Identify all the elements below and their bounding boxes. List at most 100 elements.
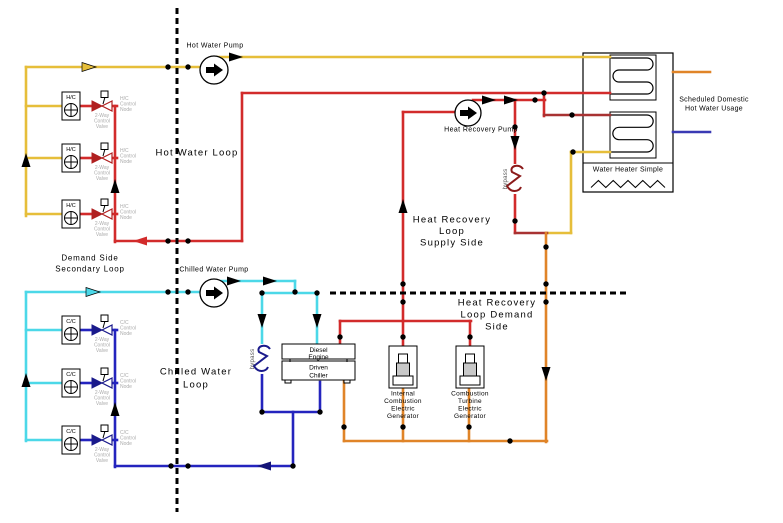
junction-dot <box>290 463 296 469</box>
valve-body-right <box>100 208 113 220</box>
junction-dot <box>185 238 191 244</box>
heat-recovery-supply-label: Supply Side <box>420 238 484 249</box>
valve-body-left <box>91 434 104 446</box>
junction-dot <box>337 334 343 340</box>
junction-dot <box>259 290 265 296</box>
scheduled-domestic-usage-label: Scheduled Domestic <box>679 97 749 104</box>
flow-arrow-up <box>110 179 120 193</box>
flow-arrow-down <box>312 314 322 328</box>
junction-dot <box>400 299 406 305</box>
junction-dot <box>168 463 174 469</box>
water-heater-water-level <box>590 179 666 189</box>
valve-stem <box>102 148 106 157</box>
hot-coil-3-valve-label: 2-Way <box>95 221 110 227</box>
chilled-coil-3-node-label: Node <box>120 441 132 447</box>
scheduled-domestic-usage-label: Hot Water Usage <box>685 106 743 113</box>
junction-dot <box>570 149 576 155</box>
valve-actuator <box>100 314 109 322</box>
chilled-coil-3-valve-label: 2-Way <box>95 447 110 453</box>
valve-actuator <box>100 198 109 206</box>
flow-arrow-right <box>482 95 496 105</box>
junction-dot <box>466 424 472 430</box>
junction-dot <box>467 334 473 340</box>
flow-arrow-left <box>133 236 147 246</box>
chilled-water-loop-label: Loop <box>183 380 209 391</box>
chilled-coil-3-valve-label: Control <box>94 453 110 459</box>
flow-arrow-right <box>263 276 277 286</box>
valve-actuator <box>100 367 109 375</box>
junction-dot <box>543 299 549 305</box>
combustion-turbine-electric-generator-label: Generator <box>454 413 487 420</box>
chilled-coil-2-node-label: Node <box>120 384 132 390</box>
flow-arrow-up <box>110 402 120 416</box>
heat-recovery-demand-label: Heat Recovery <box>458 298 536 309</box>
flow-arrow-left <box>257 461 271 471</box>
combustion-turbine-electric-generator-label: Electric <box>458 406 482 413</box>
diesel-engine-driven-chiller-lower-box <box>281 360 356 381</box>
flow-arrow-down <box>541 367 551 381</box>
flow-arrow-down <box>510 136 520 150</box>
valve-body-right <box>100 152 113 164</box>
demand-side-secondary-loop-label: Demand Side <box>61 254 118 263</box>
hot-coil-1-valve-label: Valve <box>96 124 108 130</box>
junction-dot <box>185 289 191 295</box>
flow-arrow-right <box>229 52 243 62</box>
chilled-coil-1-node-label: C/C <box>120 320 129 326</box>
heat-recovery-bypass-label: bypass <box>503 169 509 190</box>
heat-recovery-pump-impeller-arrow <box>460 106 477 120</box>
junction-dot <box>543 281 549 287</box>
water-heater-use-coil-coil <box>610 57 654 95</box>
flow-arrow-right <box>81 62 98 72</box>
chilled-coil-2-node-label: C/C <box>120 373 129 379</box>
hot-coil-2-valve-label: 2-Way <box>95 165 110 171</box>
internal-combustion-electric-generator-label: Combustion <box>384 398 422 405</box>
diesel-engine-driven-chiller-label: Engine <box>308 354 329 361</box>
hot-coil-1-node-label: Control <box>120 102 136 108</box>
combustion-turbine-electric-generator-label: Turbine <box>458 398 482 405</box>
valve-body-right <box>100 377 113 389</box>
chilled-coil-1-valve-label: Control <box>94 343 110 349</box>
hot-coil-2-valve-label: Valve <box>96 176 108 182</box>
hot-coil-2-valve-label: Control <box>94 171 110 177</box>
heat-recovery-demand-label: Loop Demand <box>461 310 534 321</box>
chilled-water-bypass-label: bypass <box>250 349 256 370</box>
valve-body-right <box>100 434 113 446</box>
junction-dot <box>512 124 518 130</box>
junction-dot <box>317 409 323 415</box>
junction-dot <box>165 289 171 295</box>
junction-dot <box>185 463 191 469</box>
hot-coil-3-node-label: H/C <box>120 204 129 210</box>
diesel-engine-driven-chiller-label: Chiller <box>309 373 328 380</box>
hot-coil-1-node-label: H/C <box>120 96 129 102</box>
valve-body-left <box>91 324 104 336</box>
combustion-turbine-electric-generator-label: Combustion <box>451 391 489 398</box>
junction-dot <box>165 238 171 244</box>
valve-stem <box>102 373 106 382</box>
valve-actuator <box>100 142 109 150</box>
heat-recovery-demand-label: Side <box>485 322 509 333</box>
chilled-water-pump-impeller-arrow <box>206 286 223 300</box>
valve-stem <box>102 430 106 439</box>
demand-side-secondary-loop-label: Secondary Loop <box>55 265 124 274</box>
diesel-engine-driven-chiller-foot <box>284 379 292 384</box>
diesel-engine-driven-chiller-upper-box <box>281 343 356 360</box>
chilled-coil-2-valve-label: Control <box>94 396 110 402</box>
hot-coil-3-valve-label: Control <box>94 227 110 233</box>
flow-arrow-up <box>21 373 31 387</box>
valve-stem <box>102 320 106 329</box>
internal-combustion-electric-generator-label: Internal <box>391 391 415 398</box>
internal-combustion-electric-generator-icon-base <box>392 375 414 386</box>
internal-combustion-electric-generator-icon-top <box>398 353 408 364</box>
hot-coil-2-node-label: Control <box>120 154 136 160</box>
water-heater-label: Water Heater Simple <box>593 167 663 174</box>
chilled-coil-3-node-label: C/C <box>120 430 129 436</box>
hot-water-loop-label: Hot Water Loop <box>156 148 239 159</box>
junction-dot <box>341 424 347 430</box>
hot-coil-2-node-label: H/C <box>120 148 129 154</box>
junction-dot <box>400 424 406 430</box>
chilled-water-pump-label: Chilled Water Pump <box>179 267 248 274</box>
hot-coil-3-valve-label: Valve <box>96 232 108 238</box>
water-heater-source-coil-box <box>609 111 657 159</box>
